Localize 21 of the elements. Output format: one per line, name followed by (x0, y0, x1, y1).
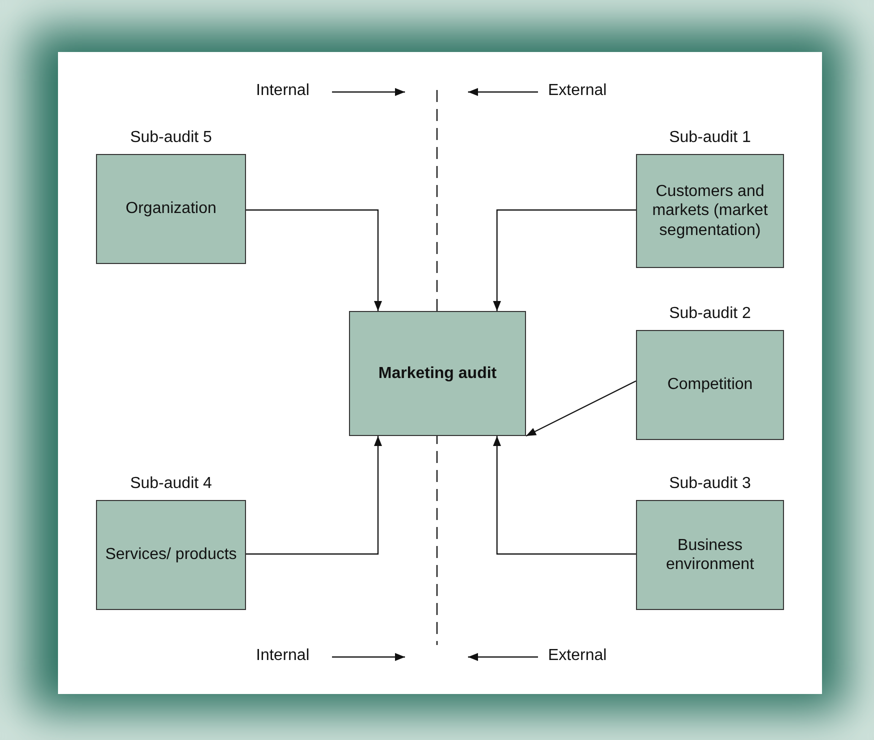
sub-audit-label: Sub-audit 4 (129, 474, 213, 494)
process-box (349, 311, 526, 436)
sub-audit-label: Sub-audit 1 (668, 128, 752, 148)
arrow (246, 436, 382, 555)
arrow (493, 209, 636, 311)
sub-audit-label: Sub-audit 5 (129, 128, 213, 148)
box-label: Marketing audit (378, 364, 497, 384)
direction-label: External (548, 82, 607, 100)
direction-label: External (548, 647, 607, 665)
direction-label: Internal (256, 647, 310, 665)
arrow (526, 380, 636, 437)
arrow (493, 436, 636, 555)
box-label: Competition (667, 375, 753, 395)
box-label: Services/ products (105, 545, 237, 565)
arrow (246, 209, 382, 311)
direction-label: Internal (256, 82, 310, 100)
box-label: Customers and markets (market segmentation) (651, 182, 769, 240)
sub-audit-label: Sub-audit 2 (668, 304, 752, 324)
sub-audit-label: Sub-audit 3 (668, 474, 752, 494)
box-label: Organization (126, 199, 216, 219)
box-label: Business environment (664, 536, 756, 574)
